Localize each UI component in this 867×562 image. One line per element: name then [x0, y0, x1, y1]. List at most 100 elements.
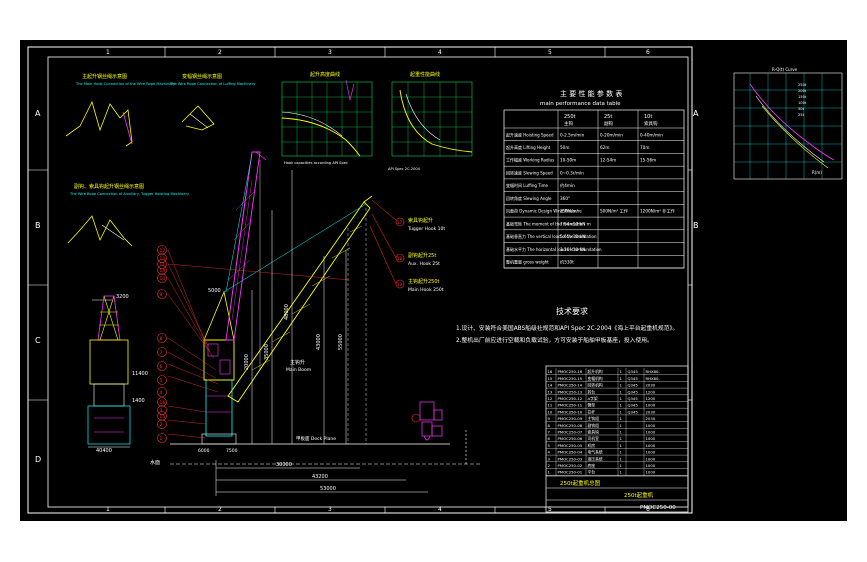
perf-cell: 250N/m²: [560, 209, 579, 214]
parts-cell: 1: [620, 396, 623, 401]
parts-cell: PMOC250-02: [558, 463, 583, 468]
parts-cell: 1000: [646, 430, 656, 435]
balloon-circle: [157, 387, 167, 397]
right-chart-xlabel: R(m): [812, 170, 822, 175]
dim-label: 7500: [226, 448, 238, 454]
capacity-curve: 起重性能曲线 API Spec 2C-2004: [388, 71, 473, 171]
callout-number: 17: [397, 220, 403, 225]
col-label: 6: [646, 49, 650, 56]
balloon-circle: [157, 411, 167, 421]
perf-cell: 500N/m² 工作: [600, 208, 629, 215]
inner-frame: [47, 56, 689, 508]
perf-col-header: 250t: [564, 114, 576, 120]
parts-cell: Q345: [628, 403, 639, 408]
parts-cell: 电气系统: [588, 450, 603, 455]
parts-cell: 5: [548, 443, 551, 448]
parts-cell: 1: [620, 456, 623, 461]
col-label: 3: [328, 506, 332, 513]
right-chart-legend: 50t: [798, 107, 805, 111]
callout-zh: 索具钩起升: [408, 217, 433, 224]
parts-cell: 1000: [646, 470, 656, 475]
parts-cell: Q345: [628, 409, 639, 414]
right-chart-legend: 25t: [798, 113, 805, 117]
parts-cell: 8: [548, 423, 551, 428]
perf-row-label: 回转速度 Slewing Speed: [506, 169, 553, 175]
parts-cell: 回转机构: [588, 383, 603, 388]
callout-en: Tugger Hook 10t: [407, 226, 445, 232]
balloon-circle: [157, 273, 167, 283]
balloon-circle: [157, 433, 167, 443]
parts-cell: PMOC250-07: [558, 430, 583, 435]
parts-cell: 2030: [646, 383, 656, 388]
balloon-circle: [157, 259, 167, 269]
tech-req-line: 1.设计、安装符合美国ABS船级社规范和API Spec 2C-2004《海上平…: [456, 324, 678, 332]
main-hoist-wiring-detail: 主起升钢丝绳示意图 The Main Hoist Connection of t…: [65, 73, 176, 147]
balloon-circle: [157, 333, 167, 343]
balloon-circle: [157, 419, 167, 429]
parts-cell: PMOC250-14: [558, 383, 583, 388]
perf-cell: 50m: [560, 145, 569, 150]
detail-subtitle: The Wire Rope Connection of Luffing Mach…: [169, 82, 256, 86]
parts-cell: PMOC250-05: [558, 443, 583, 448]
perf-row-label: 起升速度 Hoisting Speed: [506, 131, 554, 137]
parts-cell: 14: [548, 383, 553, 388]
parts-cell: 1200: [646, 396, 656, 401]
parts-cell: 2: [548, 463, 551, 468]
perf-row-label: 基础水平力 The horizontal load of the foundat…: [506, 246, 602, 252]
parts-cell: 16: [548, 369, 553, 374]
perf-cell: 10-50m: [560, 158, 576, 163]
parts-cell: 平台: [588, 470, 596, 475]
deck-and-base: 甲板面 Deck Plane 水面 6000 7500 30000 43200 …: [150, 401, 480, 496]
parts-cell: 1000: [646, 443, 656, 448]
perf-col-subheader: 副钩: [604, 120, 613, 127]
perf-cell: 0~0.3r/min: [560, 170, 584, 175]
right-chart-legend: 100t: [798, 101, 807, 105]
main-boom-label-en: Main Boom: [286, 367, 311, 373]
perf-row-label: 变幅时间 Luffing Time: [506, 182, 549, 188]
dim-label: 5000: [208, 288, 221, 294]
parts-cell: PMOC250-12: [558, 396, 583, 401]
balloon-number: 12: [160, 248, 166, 254]
tech-req-line: 2.整机出厂前应进行空载和负载试验，方可安装于船舶甲板基座，投入使用。: [456, 336, 653, 344]
parts-cell: 1: [620, 403, 623, 408]
aux-hoist-wiring-detail: 副钩、索具钩起升钢丝绳示意图 The Wire Rope Connection …: [67, 183, 190, 247]
tech-req-title: 技术要求: [556, 306, 588, 316]
parts-cell: Q345: [628, 376, 639, 381]
main-boom-label: 主钩升: [290, 359, 305, 366]
col-label: 4: [438, 49, 442, 56]
parts-cell: 1000: [646, 436, 656, 441]
water-label: 水面: [150, 459, 160, 466]
right-load-chart: R-Q(t) Curve 250t 200t 150t 100t 50t 25t…: [733, 67, 843, 180]
parts-cell: 12: [548, 396, 553, 401]
parts-cell: 1: [620, 389, 623, 394]
perf-col-subheader: 索具钩: [644, 120, 658, 127]
callout-zh: 主钩起升250t: [408, 278, 440, 285]
parts-cell: 司机室: [588, 436, 600, 441]
balloon-circle: [157, 265, 167, 275]
lifting-height-curve: 起升高度曲线 Hook capacities according API Spe…: [281, 71, 373, 165]
right-chart-legend: 200t: [798, 89, 807, 93]
parts-cell: Q345: [628, 383, 639, 388]
parts-cell: 副钩组: [588, 423, 600, 428]
parts-cell: 3: [548, 456, 551, 461]
perf-cell: 5.65×10³kN: [560, 234, 585, 239]
parts-cell: 索具钩: [588, 430, 600, 435]
row-label: D: [35, 455, 41, 464]
parts-cell: 1: [620, 443, 623, 448]
vertical-dimensions: 20000 35000 48000 43000 55000 5000 主钩升 M…: [208, 170, 347, 444]
row-label: B: [35, 221, 41, 230]
dim-label: 6000: [198, 448, 210, 454]
dim-label: 43000: [316, 334, 322, 350]
perf-col-header: 10t: [644, 114, 652, 120]
col-label: 1: [106, 506, 110, 513]
balloon-circle: [157, 361, 167, 371]
perf-cell: 7.94×10⁴kN·m: [560, 221, 591, 226]
perf-cell: 0-2.5m/min: [560, 132, 585, 137]
parts-cell: 机房: [588, 443, 596, 448]
hook-callouts: 17 索具钩起升 Tugger Hook 10t 18 副钩起升25t Aux.…: [395, 217, 445, 293]
parts-cell: 9: [548, 416, 551, 421]
parts-cell: 臂架: [588, 403, 596, 408]
parts-cell: 10: [548, 409, 553, 414]
parts-cell: 1: [620, 409, 623, 414]
